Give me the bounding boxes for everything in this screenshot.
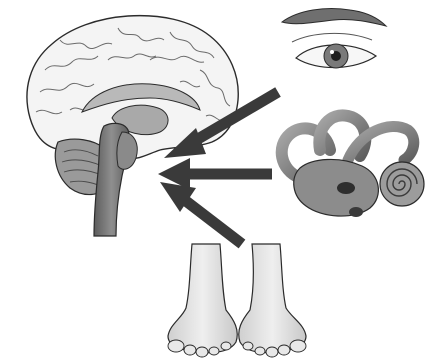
oval-window: [337, 182, 355, 194]
round-window: [349, 207, 363, 217]
left-foot: [168, 244, 237, 353]
eye-highlight: [330, 50, 334, 54]
eyebrow: [282, 9, 386, 27]
feet-illustration: [168, 244, 306, 357]
brain-illustration: [27, 16, 238, 236]
inner-ear-illustration: [282, 115, 424, 217]
eye-illustration: [282, 9, 386, 69]
arrow-feet-to-brainstem: [160, 182, 242, 244]
pons: [117, 132, 137, 169]
eyelid-crease: [292, 33, 372, 42]
right-foot: [239, 244, 306, 353]
vestibule: [294, 159, 379, 216]
